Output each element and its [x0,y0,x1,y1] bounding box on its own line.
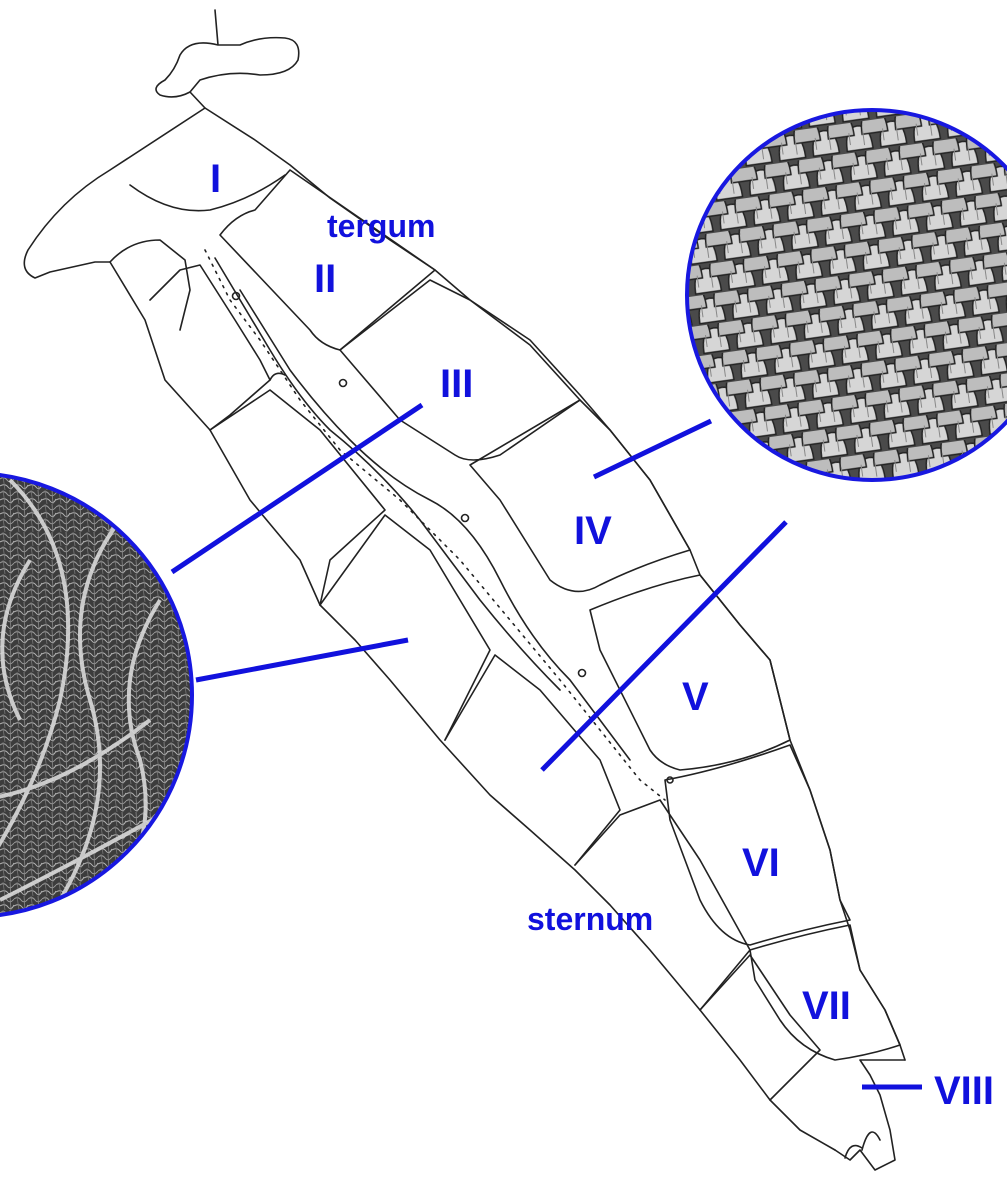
sternite-II [110,240,190,330]
tergite-I [130,175,285,211]
scale-micrograph-circle [680,100,1007,500]
label-segment-IV: IV [574,509,612,553]
terminal-segments [835,1060,905,1170]
cuticle-micrograph-circle [0,470,200,930]
label-segment-II: II [314,257,336,301]
tergite-V [590,575,790,770]
petiole-structure [156,10,299,97]
spiracle [462,515,469,522]
label-segment-VII: VII [802,984,851,1028]
label-segment-VIII: VIII [934,1069,994,1113]
label-segment-I: I [210,157,221,201]
sternite-III [210,390,385,605]
pointer-tergum-to-right-circle [594,421,711,477]
label-sternum: sternum [527,901,653,937]
tergite-IV [470,400,690,591]
spiracle [340,380,347,387]
label-segment-VI: VI [742,841,780,885]
label-segment-III: III [440,362,473,406]
label-tergum: tergum [327,208,435,244]
spiracle [579,670,586,677]
pointer-sternite-to-left-circle [196,640,408,680]
label-segment-V: V [682,675,709,719]
